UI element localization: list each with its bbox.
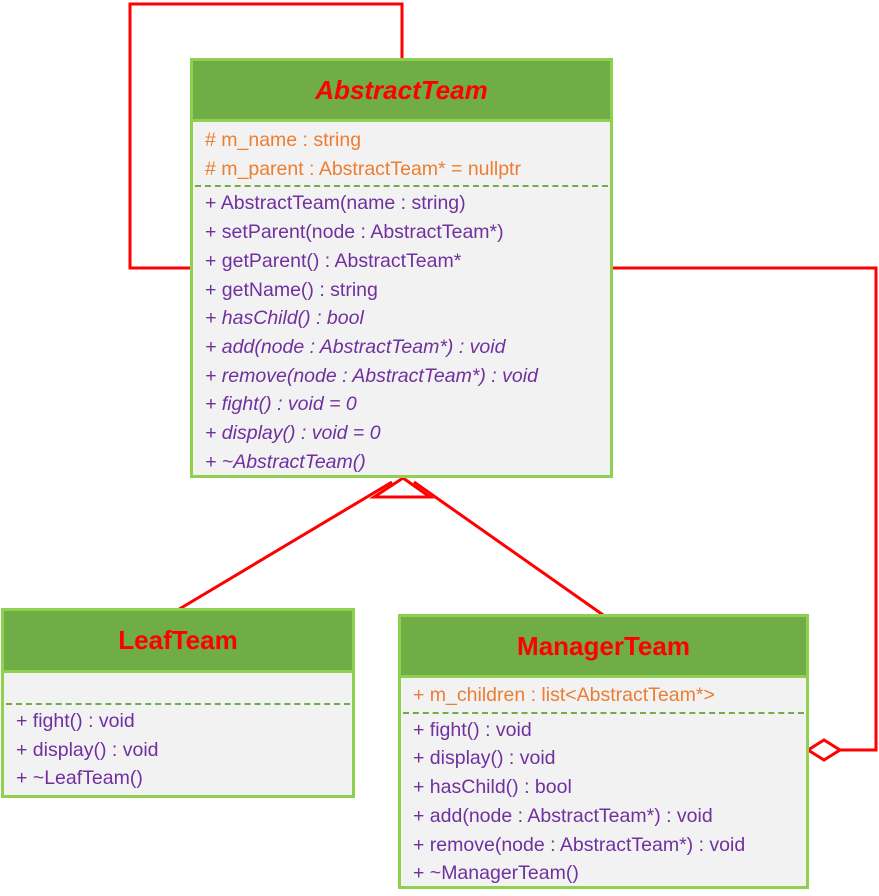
attribute-m-name: # m_name : string: [205, 129, 362, 151]
operation-getname: + getName() : string: [205, 278, 378, 301]
generalization-arrowhead: [368, 476, 435, 499]
class-managerteam-name: ManagerTeam: [401, 617, 806, 678]
class-managerteam-divider: [403, 711, 804, 714]
operation-getparent: + getParent() : AbstractTeam*: [205, 249, 462, 272]
aggregation-diamond: [805, 738, 843, 762]
attribute-m-children: + m_children : list<AbstractTeam*>: [413, 684, 715, 706]
operation-constructor: + AbstractTeam(name : string): [205, 192, 466, 215]
operation-destructor: + ~LeafTeam(): [16, 767, 143, 790]
operation-haschild: + hasChild() : bool: [413, 776, 572, 799]
operation-display: + display() : void: [16, 738, 159, 761]
operation-fight: + fight() : void = 0: [205, 393, 357, 416]
class-leafteam-name: LeafTeam: [4, 611, 352, 673]
operation-remove: + remove(node : AbstractTeam*) : void: [205, 364, 538, 387]
operation-setparent: + setParent(node : AbstractTeam*): [205, 221, 504, 244]
class-managerteam-operations: + fight() : void + display() : void + ha…: [401, 714, 806, 890]
managerteam-generalization-line: [413, 480, 607, 619]
operation-display: + display() : void: [413, 747, 556, 770]
class-leafteam: LeafTeam + fight() : void + display() : …: [1, 608, 355, 798]
self-association-line: [128, 2, 404, 270]
class-abstractteam: AbstractTeam # m_name : string # m_paren…: [190, 58, 613, 478]
operation-add: + add(node : AbstractTeam*) : void: [205, 335, 506, 358]
operation-remove: + remove(node : AbstractTeam*) : void: [413, 833, 746, 856]
class-abstractteam-divider: [195, 185, 608, 188]
leafteam-generalization-line: [175, 480, 393, 613]
operation-add: + add(node : AbstractTeam*) : void: [413, 804, 713, 827]
class-leafteam-operations: + fight() : void + display() : void + ~L…: [4, 705, 352, 795]
operation-fight: + fight() : void: [16, 710, 135, 732]
attribute-m-parent: # m_parent : AbstractTeam* = nullptr: [205, 157, 521, 180]
aggregation-line: [611, 266, 878, 752]
operation-destructor: + ~AbstractTeam(): [205, 450, 366, 473]
class-leafteam-divider: [6, 703, 350, 705]
operation-destructor: + ~ManagerTeam(): [413, 862, 579, 885]
operation-fight: + fight() : void: [413, 718, 532, 741]
class-managerteam-attributes: + m_children : list<AbstractTeam*>: [401, 678, 806, 712]
operation-display: + display() : void = 0: [205, 422, 381, 445]
class-abstractteam-name: AbstractTeam: [193, 61, 610, 122]
class-managerteam: ManagerTeam + m_children : list<Abstract…: [398, 614, 809, 889]
class-abstractteam-attributes: # m_name : string # m_parent : AbstractT…: [193, 122, 610, 185]
class-leafteam-attributes: [4, 673, 352, 703]
class-abstractteam-operations: + AbstractTeam(name : string) + setParen…: [193, 187, 610, 478]
operation-haschild: + hasChild() : bool: [205, 307, 364, 330]
